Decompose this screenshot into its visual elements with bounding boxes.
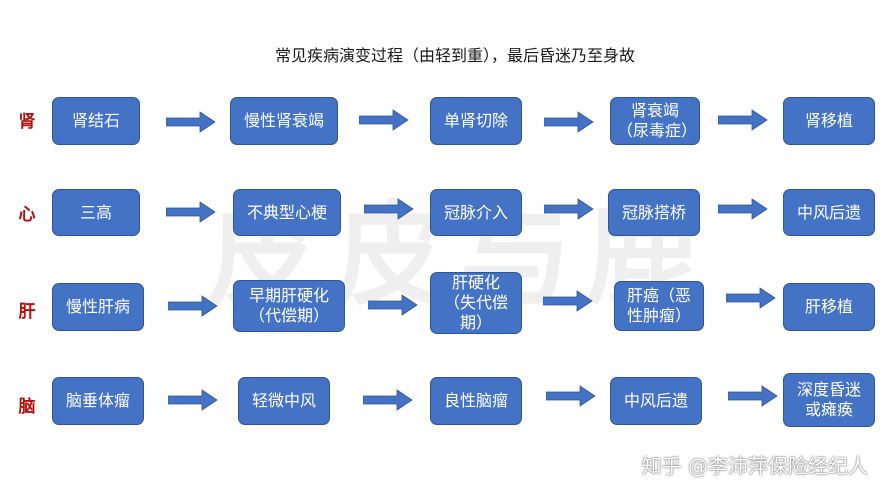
node-brain-5: 深度昏迷 或瘫痪 [783, 373, 875, 427]
arrow-liver-1 [168, 295, 218, 317]
arrow-heart-3 [544, 198, 594, 220]
node-kidney-3: 单肾切除 [430, 97, 522, 145]
node-brain-4: 中风后遗 [610, 377, 702, 425]
node-heart-1: 三高 [52, 189, 140, 236]
node-liver-1: 慢性肝病 [52, 283, 144, 331]
arrow-brain-4 [728, 385, 778, 407]
arrow-kidney-3 [544, 111, 594, 133]
arrow-liver-3 [543, 290, 593, 312]
arrow-heart-1 [166, 201, 216, 223]
row-label-heart: 心 [18, 205, 36, 225]
node-brain-2: 轻微中风 [238, 377, 330, 425]
node-brain-1: 脑垂体瘤 [52, 377, 144, 425]
node-kidney-4: 肾衰竭 （尿毒症） [610, 97, 700, 145]
arrow-liver-4 [726, 287, 776, 309]
row-label-liver: 肝 [18, 302, 36, 322]
arrow-kidney-2 [359, 109, 409, 131]
footer-credit: 知乎 @李沛萍保险经纪人 [641, 454, 868, 478]
node-kidney-2: 慢性肾衰竭 [230, 97, 338, 145]
arrow-heart-4 [718, 198, 768, 220]
node-kidney-5: 肾移植 [783, 97, 875, 145]
node-brain-3: 良性脑瘤 [430, 377, 522, 425]
arrow-brain-1 [168, 389, 218, 411]
arrow-brain-2 [363, 389, 413, 411]
row-label-kidney: 肾 [18, 112, 36, 132]
arrow-kidney-1 [166, 111, 216, 133]
diagram-title: 常见疾病演变过程（由轻到重），最后昏迷乃至身故 [274, 46, 635, 65]
node-liver-2: 早期肝硬化 （代偿期） [233, 280, 345, 332]
node-heart-3: 冠脉介入 [430, 189, 522, 236]
arrow-kidney-4 [718, 109, 768, 131]
node-liver-4: 肝癌（恶 性肿瘤） [614, 281, 704, 331]
node-liver-5: 肝移植 [783, 283, 875, 331]
node-heart-2: 不典型心梗 [233, 189, 341, 236]
arrow-liver-2 [368, 294, 418, 316]
row-label-brain: 脑 [18, 397, 36, 417]
node-heart-5: 中风后遗 [783, 189, 875, 236]
node-heart-4: 冠脉搭桥 [608, 189, 700, 236]
node-liver-3: 肝硬化 （失代偿 期） [430, 272, 522, 334]
node-kidney-1: 肾结石 [52, 97, 140, 145]
arrow-brain-3 [546, 385, 596, 407]
arrow-heart-2 [364, 198, 414, 220]
